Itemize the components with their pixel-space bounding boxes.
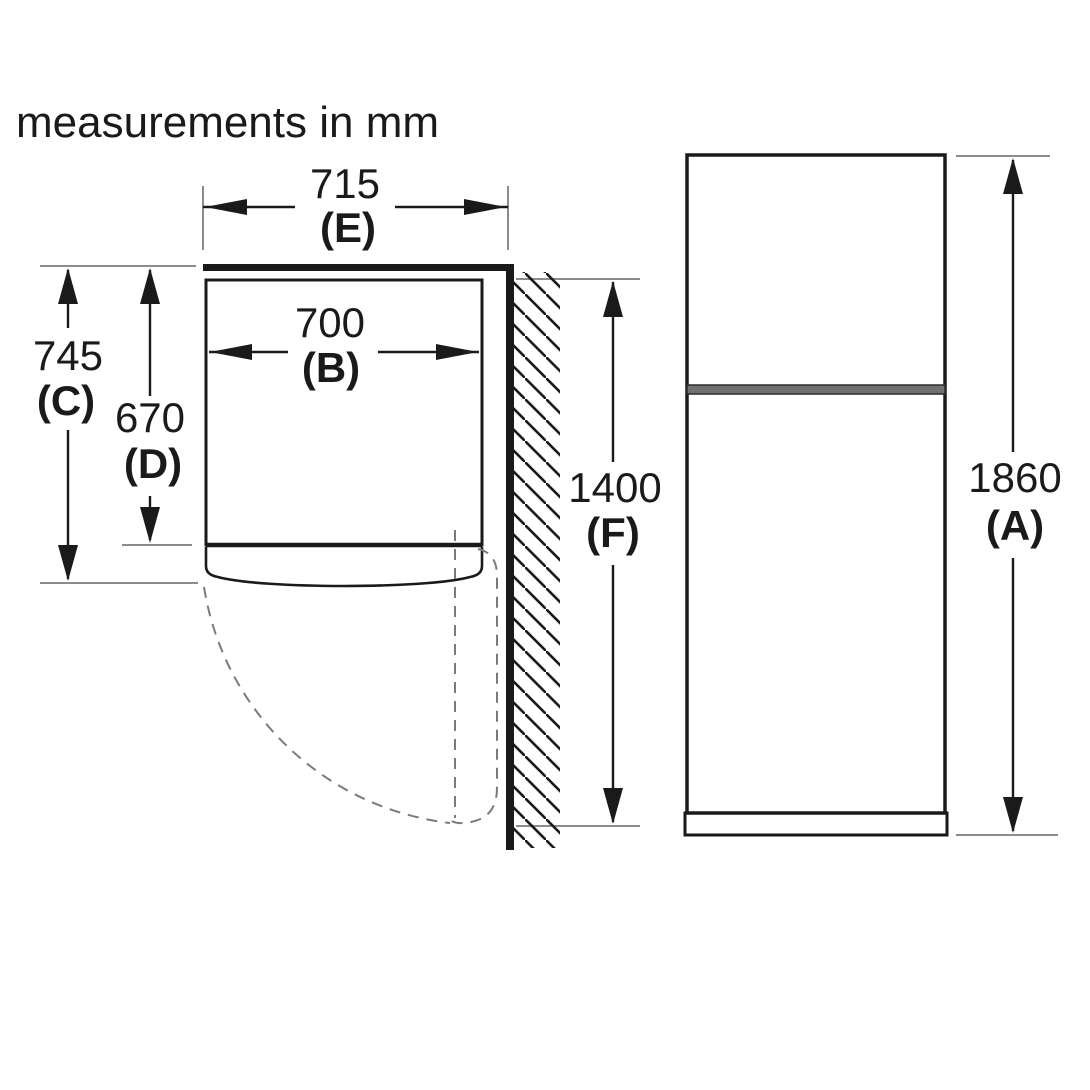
door-divider-band: [686, 384, 946, 395]
dim-c-value: 745: [33, 332, 103, 379]
dim-d-value: 670: [115, 394, 185, 441]
dim-e-value: 715: [310, 160, 380, 207]
dimension-e: 715 (E): [203, 160, 508, 251]
dim-a-label: (A): [986, 502, 1044, 549]
extension-lines-front-view: [956, 155, 1058, 836]
arrowhead-down-icon: [140, 507, 160, 543]
dimension-c: 745 (C): [33, 268, 103, 581]
dimension-f: 1400 (F): [568, 281, 662, 824]
door-closed-outline: [204, 547, 484, 588]
arrowhead-down-icon: [603, 788, 623, 824]
door-swing-arc: [203, 586, 451, 824]
front-view-diagram: 1860 (A): [683, 153, 1062, 837]
side-wall-face: [506, 264, 514, 850]
plinth-base: [683, 811, 949, 837]
arrowhead-right-icon: [464, 199, 506, 215]
arrowhead-right-icon: [436, 344, 478, 360]
wall-hatching: [514, 272, 560, 848]
units-note: measurements in mm: [16, 98, 439, 147]
arrowhead-down-icon: [58, 545, 78, 581]
dim-f-value: 1400: [568, 464, 661, 511]
arrowhead-up-icon: [603, 281, 623, 317]
dim-c-label: (C): [37, 377, 95, 424]
top-view-diagram: 715 (E) 700 (B) 745 (C): [33, 160, 662, 850]
arrowhead-up-icon: [1003, 158, 1023, 194]
dim-b-label: (B): [302, 344, 360, 391]
dim-b-value: 700: [295, 299, 365, 346]
dimension-b: 700 (B): [209, 299, 479, 391]
door-open-outer-edge: [449, 548, 498, 825]
arrowhead-up-icon: [58, 268, 78, 304]
dimension-a: 1860 (A): [968, 158, 1062, 833]
dim-d-label: (D): [124, 440, 182, 487]
rear-wall-bar: [203, 264, 514, 271]
arrowhead-down-icon: [1003, 797, 1023, 833]
dim-a-value: 1860: [968, 454, 1061, 501]
arrowhead-left-icon: [205, 199, 247, 215]
dimension-d: 670 (D): [115, 268, 185, 543]
door-swing-projection: [203, 530, 498, 825]
dim-f-label: (F): [586, 509, 640, 556]
arrowhead-up-icon: [140, 268, 160, 304]
arrowhead-left-icon: [210, 344, 252, 360]
dim-e-label: (E): [320, 204, 376, 251]
cabinet-outline-front: [685, 153, 947, 815]
